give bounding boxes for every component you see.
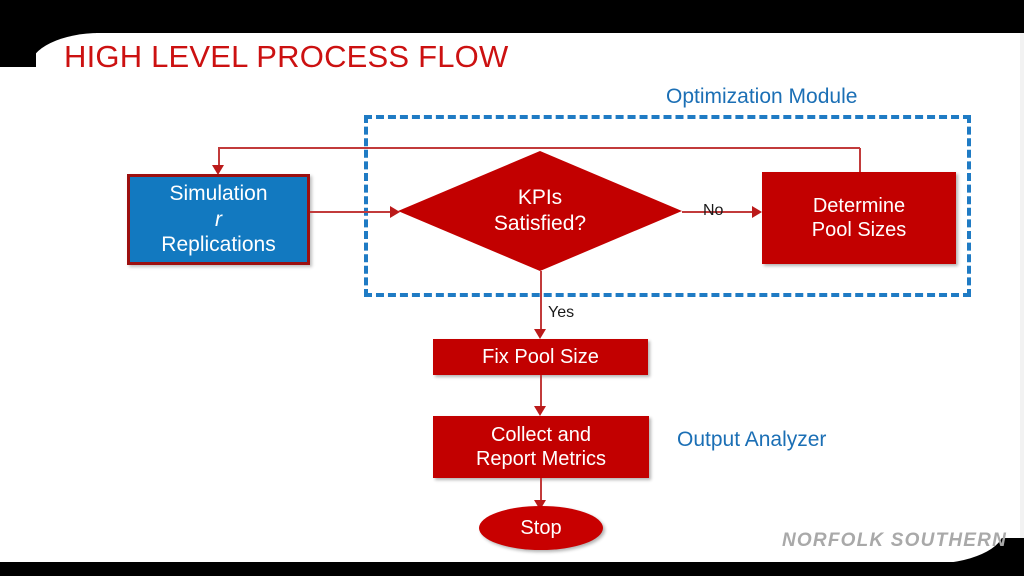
optimization-module-boundary bbox=[364, 115, 971, 297]
edge-kpis-no-to-determine bbox=[682, 211, 758, 213]
feedback-arrowhead-into-simulation bbox=[212, 165, 224, 175]
optimization-module-label: Optimization Module bbox=[666, 85, 858, 108]
edge-label-yes: Yes bbox=[548, 304, 575, 321]
page-title: HIGH LEVEL PROCESS FLOW bbox=[64, 39, 509, 74]
node-stop-label: Stop bbox=[520, 516, 562, 539]
arrowhead-into-determine bbox=[752, 206, 762, 218]
node-determine-line1: Determine bbox=[812, 194, 906, 217]
norfolk-southern-logo: NORFOLK SOUTHERN bbox=[782, 530, 1008, 551]
node-simulation-line2: r bbox=[215, 207, 222, 231]
edge-simulation-to-kpis bbox=[310, 211, 394, 213]
node-kpis-line2: Satisfied? bbox=[493, 212, 587, 235]
top-black-band bbox=[0, 0, 1024, 33]
node-kpis-satisfied[interactable]: KPIs Satisfied? bbox=[398, 151, 682, 271]
node-collect-report-metrics[interactable]: Collect and Report Metrics bbox=[433, 416, 649, 478]
top-left-curve-fill bbox=[0, 33, 36, 67]
node-fix-pool-size-label: Fix Pool Size bbox=[482, 345, 599, 368]
feedback-riser-right bbox=[859, 148, 861, 174]
node-simulation[interactable]: Simulation r Replications bbox=[127, 174, 310, 265]
node-determine-pool-sizes[interactable]: Determine Pool Sizes bbox=[762, 172, 956, 264]
node-determine-line2: Pool Sizes bbox=[811, 219, 907, 241]
node-collect-line2: Report Metrics bbox=[475, 448, 607, 470]
bottom-black-band bbox=[0, 562, 1024, 576]
node-fix-pool-size[interactable]: Fix Pool Size bbox=[433, 339, 648, 375]
diamond-text: KPIs Satisfied? bbox=[398, 151, 682, 271]
edge-collect-to-stop bbox=[540, 478, 542, 504]
arrowhead-into-kpis bbox=[390, 206, 400, 218]
arrowhead-into-fix-pool-size bbox=[534, 329, 546, 339]
arrowhead-into-collect bbox=[534, 406, 546, 416]
right-edge-strip bbox=[1020, 33, 1024, 563]
node-collect-line1: Collect and bbox=[490, 423, 592, 446]
node-simulation-line1: Simulation bbox=[169, 182, 268, 206]
feedback-drop-left bbox=[218, 147, 220, 167]
node-stop[interactable]: Stop bbox=[479, 506, 603, 550]
edge-label-no: No bbox=[703, 202, 724, 219]
arrowhead-into-stop bbox=[534, 500, 546, 510]
output-analyzer-label: Output Analyzer bbox=[677, 428, 827, 451]
feedback-horizontal bbox=[218, 147, 860, 149]
node-simulation-line3: Replications bbox=[161, 233, 276, 257]
edge-fix-to-collect bbox=[540, 375, 542, 408]
node-kpis-line1: KPIs bbox=[517, 185, 563, 209]
edge-kpis-yes-to-fix bbox=[540, 271, 542, 331]
